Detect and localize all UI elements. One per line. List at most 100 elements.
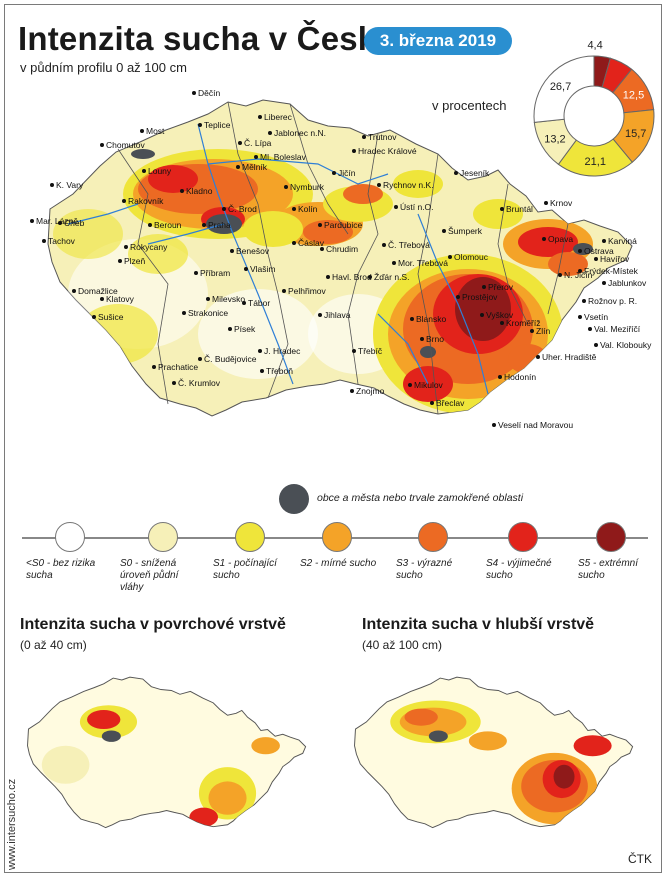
city-dot [448, 255, 452, 259]
city-dot [544, 201, 548, 205]
city-dot [30, 219, 34, 223]
city-label: Veselí nad Moravou [498, 420, 573, 430]
city-dot [536, 355, 540, 359]
city-label: Chrudim [326, 244, 358, 254]
city-dot [124, 245, 128, 249]
donut-label-6: 4,4 [587, 40, 602, 52]
city-dot [482, 285, 486, 289]
city-dot [377, 183, 381, 187]
city-label: Třeboň [266, 366, 293, 376]
agency-credit: ČTK [628, 852, 652, 866]
city-label: Cheb [64, 218, 85, 228]
legend-swatch-s4 [508, 522, 538, 552]
city-dot [180, 189, 184, 193]
city-label: Jablunkov [608, 278, 647, 288]
city-label: Prachatice [158, 362, 198, 372]
legend-swatch-s1 [235, 522, 265, 552]
city-dot [292, 207, 296, 211]
city-label: Kolín [298, 204, 318, 214]
legend-swatch-s3 [418, 522, 448, 552]
legend-swatch-s2 [322, 522, 352, 552]
city-label: Olomouc [454, 252, 489, 262]
city-dot [230, 249, 234, 253]
city-dot [100, 297, 104, 301]
city-label: Kroměříž [506, 318, 540, 328]
city-dot [140, 129, 144, 133]
city-label: Vsetín [584, 312, 608, 322]
city-label: Beroun [154, 220, 182, 230]
deep-layer-title: Intenzita sucha v hlubší vrstvě [362, 616, 595, 633]
city-label: Vlašim [250, 264, 276, 274]
city-label: Zlín [536, 326, 550, 336]
city-dot [480, 313, 484, 317]
surface-layer-map [27, 676, 307, 829]
city-dot [50, 183, 54, 187]
city-dot [368, 275, 372, 279]
city-label: Břeclav [436, 398, 465, 408]
city-dot [500, 207, 504, 211]
page-title: Intenzita sucha v Česku [18, 20, 397, 57]
donut-label-0: 26,7 [550, 81, 571, 93]
city-label: Havl. Brod [332, 272, 372, 282]
surface-layer-title: Intenzita sucha v povrchové vrstvě [20, 616, 286, 633]
city-dot [530, 329, 534, 333]
city-dot [350, 389, 354, 393]
rivers [67, 123, 489, 395]
city-dot [182, 311, 186, 315]
city-dot [242, 301, 246, 305]
deep-layer-map [354, 676, 634, 829]
city-label: Č. Krumlov [178, 378, 221, 388]
city-label: Uher. Hradiště [542, 352, 597, 362]
city-dot [382, 243, 386, 247]
legend-label-no-risk: <S0 - bez rizika sucha [26, 558, 96, 581]
donut-slice-0 [533, 55, 595, 123]
city-dot [594, 257, 598, 261]
city-dot [594, 343, 598, 347]
city-label: Tábor [248, 298, 270, 308]
city-label: Přerov [488, 282, 514, 292]
city-dot [542, 237, 546, 241]
city-dot [268, 131, 272, 135]
city-dot [420, 337, 424, 341]
city-dot [318, 313, 322, 317]
city-dot [72, 289, 76, 293]
city-label: Sušice [98, 312, 124, 322]
city-label: Třebíč [358, 346, 383, 356]
city-label: Č. Lípa [244, 138, 272, 148]
city-label: Pelhřimov [288, 286, 327, 296]
legend-swatch-s0 [148, 522, 178, 552]
city-label: Č. Budějovice [204, 354, 257, 364]
city-dot [498, 375, 502, 379]
city-dot [492, 423, 496, 427]
city-label: Pardubice [324, 220, 363, 230]
city-dot [206, 297, 210, 301]
city-label: Mor. Třebová [398, 258, 448, 268]
city-dot [442, 229, 446, 233]
city-label: Bruntál [506, 204, 533, 214]
city-dot [456, 295, 460, 299]
city-dot [410, 317, 414, 321]
city-label: Blansko [416, 314, 447, 324]
city-dot [148, 223, 152, 227]
legend-label-s5: S5 - extrémní sucho [578, 558, 639, 581]
legend-swatch-no-risk [55, 522, 85, 552]
city-label: Č. Brod [228, 204, 257, 214]
city-dot [58, 221, 62, 225]
city-label: Nymburk [290, 182, 325, 192]
city-dot [198, 357, 202, 361]
city-label: Písek [234, 324, 256, 334]
city-label: Trutnov [368, 132, 397, 142]
city-dot [142, 169, 146, 173]
city-label: Jičín [338, 168, 356, 178]
city-label: J. Hradec [264, 346, 301, 356]
city-label: Opava [548, 234, 573, 244]
city-label: Frýdek-Místek [584, 266, 639, 276]
city-label: Plzeň [124, 256, 146, 266]
city-label: Ostrava [584, 246, 614, 256]
city-dot [92, 315, 96, 319]
city-label: Mar. Lázně [36, 216, 78, 226]
city-dot [202, 223, 206, 227]
city-label: Rychnov n.K. [383, 180, 434, 190]
city-label: Vyškov [486, 310, 514, 320]
